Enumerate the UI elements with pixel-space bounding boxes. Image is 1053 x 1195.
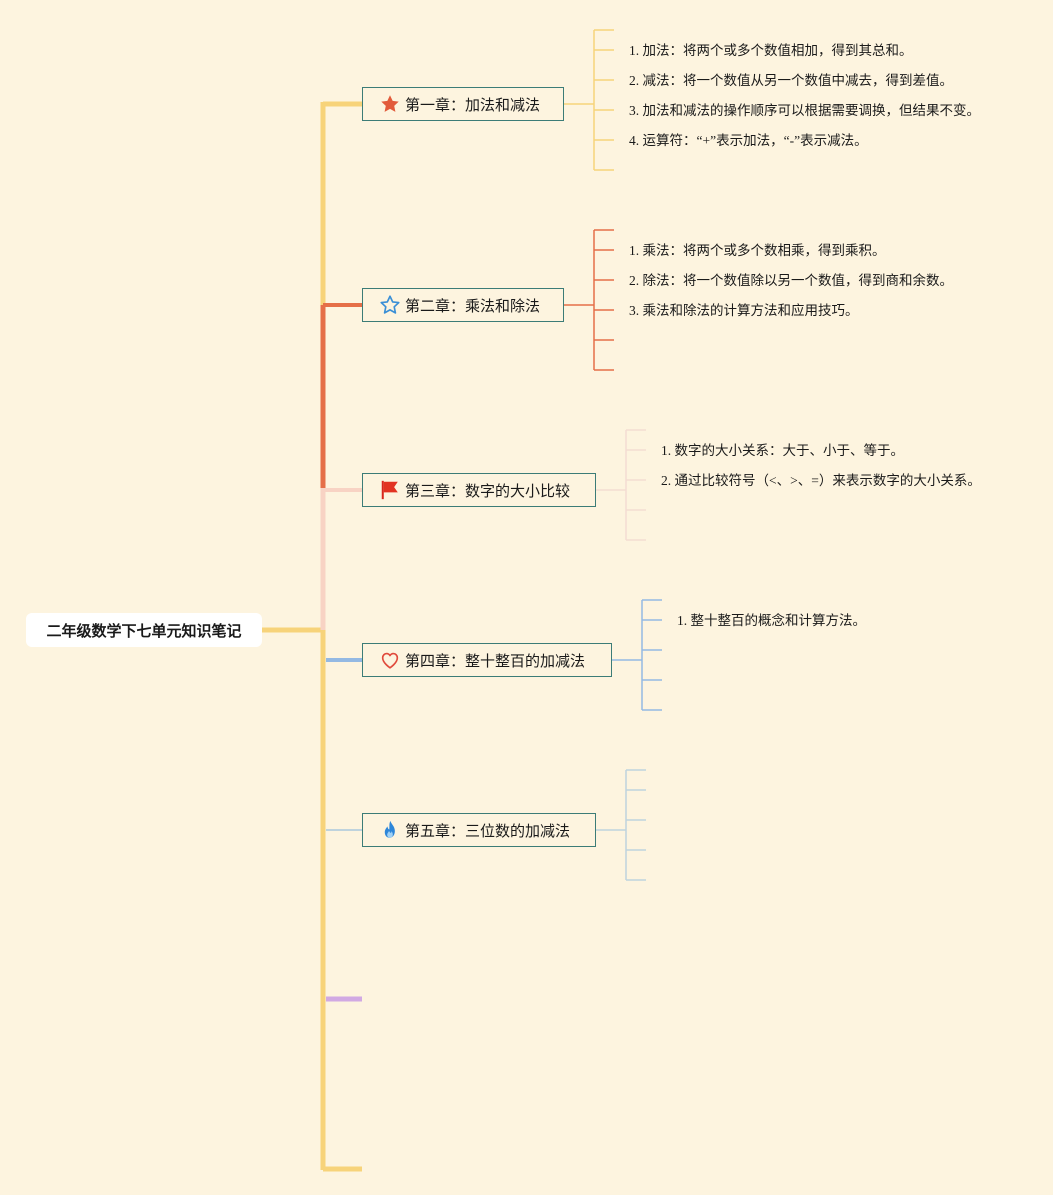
chapter-3-point-2: 2. 通过比较符号（<、>、=）来表示数字的大小关系。 [661, 473, 981, 488]
star-filled-icon [379, 93, 401, 115]
chapter-1-point-3: 3. 加法和减法的操作顺序可以根据需要调换，但结果不变。 [629, 103, 980, 118]
flag-icon [379, 479, 401, 501]
chapter-1-point-1: 1. 加法：将两个或多个数值相加，得到其总和。 [629, 43, 913, 58]
chapter-title-4: 第四章：整十整百的加减法 [405, 651, 586, 670]
chapter-node-1[interactable]: 第一章：加法和减法 [362, 87, 564, 121]
chapter-title-5: 第五章：三位数的加减法 [405, 821, 571, 840]
chapter-node-4[interactable]: 第四章：整十整百的加减法 [362, 643, 612, 677]
chapter-4-point-1: 1. 整十整百的概念和计算方法。 [677, 613, 866, 628]
chapter-2-point-3: 3. 乘法和除法的计算方法和应用技巧。 [629, 303, 859, 318]
chapter-1-point-4: 4. 运算符：“+”表示加法，“-”表示减法。 [629, 133, 868, 148]
chapter-2-point-2: 2. 除法：将一个数值除以另一个数值，得到商和余数。 [629, 273, 953, 288]
chapter-node-2[interactable]: 第二章：乘法和除法 [362, 288, 564, 322]
root-title: 二年级数学下七单元知识笔记 [46, 621, 242, 640]
chapter-node-5[interactable]: 第五章：三位数的加减法 [362, 813, 596, 847]
chapter-title-3: 第三章：数字的大小比较 [405, 481, 571, 500]
star-outline-icon [379, 294, 401, 316]
fire-icon [379, 819, 401, 841]
chapter-title-2: 第二章：乘法和除法 [405, 296, 541, 315]
heart-icon [379, 649, 401, 671]
chapter-2-point-1: 1. 乘法：将两个或多个数相乘，得到乘积。 [629, 243, 886, 258]
chapter-3-point-1: 1. 数字的大小关系：大于、小于、等于。 [661, 443, 904, 458]
root-node[interactable]: 二年级数学下七单元知识笔记 [26, 613, 262, 647]
chapter-title-1: 第一章：加法和减法 [405, 95, 541, 114]
chapter-node-3[interactable]: 第三章：数字的大小比较 [362, 473, 596, 507]
chapter-1-point-2: 2. 减法：将一个数值从另一个数值中减去，得到差值。 [629, 73, 953, 88]
